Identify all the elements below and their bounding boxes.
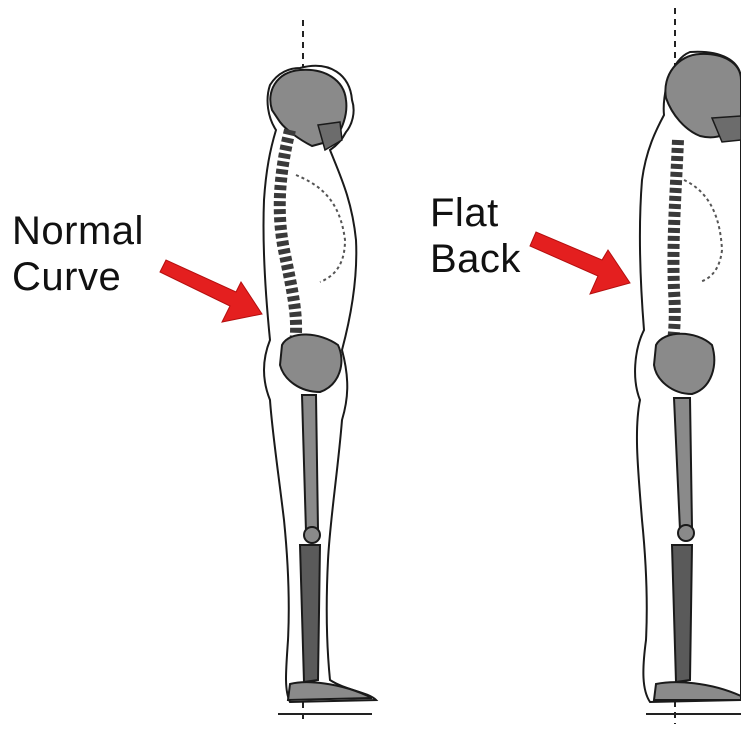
- label-normal-line1: Normal: [12, 208, 144, 254]
- tibia: [672, 545, 692, 682]
- tibia: [300, 545, 320, 682]
- label-normal-curve: Normal Curve: [12, 208, 144, 300]
- label-flat-back: Flat Back: [430, 190, 521, 282]
- label-flat-line1: Flat: [430, 190, 521, 236]
- knee: [678, 525, 694, 541]
- flat-back-figure: [635, 8, 741, 724]
- label-normal-line2: Curve: [12, 254, 144, 300]
- arrow-flat-back: [530, 232, 630, 294]
- femur: [302, 395, 318, 532]
- label-flat-line2: Back: [430, 236, 521, 282]
- knee: [304, 527, 320, 543]
- normal-curve-figure: [263, 20, 376, 724]
- arrow-normal-curve: [160, 260, 262, 322]
